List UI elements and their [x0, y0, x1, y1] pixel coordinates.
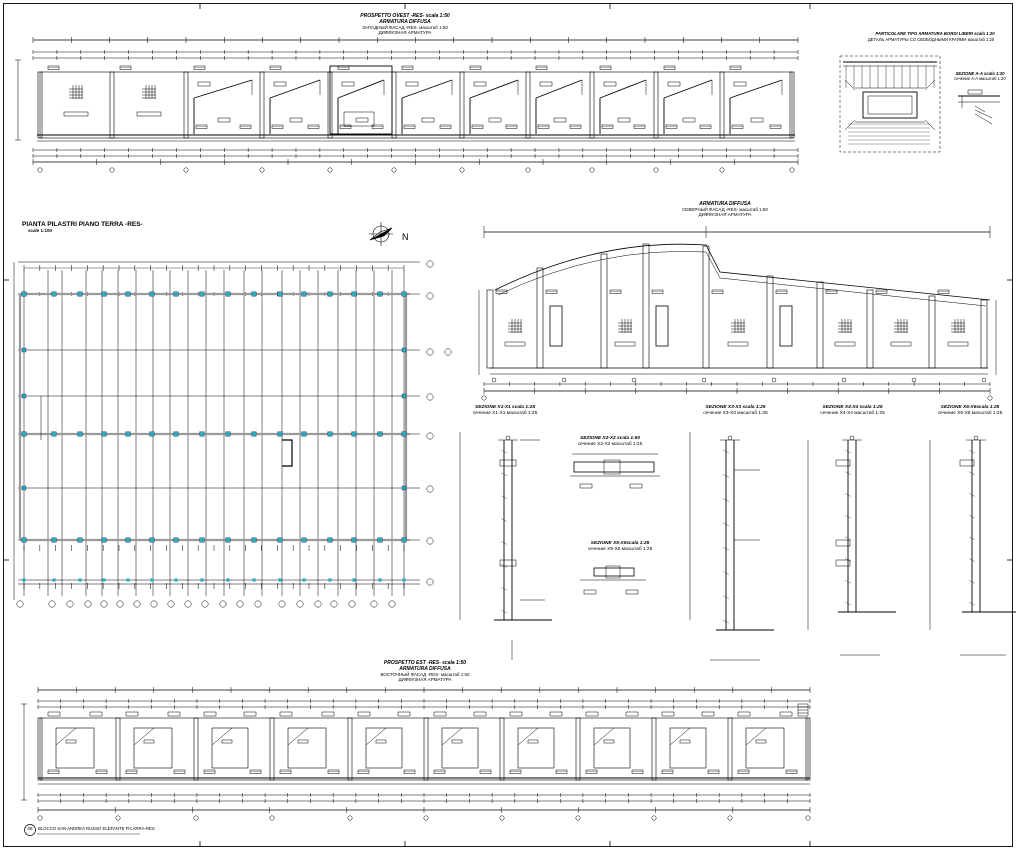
- section-x6-title: SEZIONE X6-X6scala 1:25: [940, 405, 1000, 410]
- north-elevation-ru-1: СЕВЕРНЫЙ ФАСАД -RES- масштаб 1:50: [682, 207, 768, 212]
- detail-tipo-title: PARTICOLARE TIPO ARMATURA BORDI LIBERI s…: [875, 31, 995, 36]
- sheet-frame: [3, 3, 1013, 847]
- section-x6-subtitle: сечение X6-X6 масштаб 1:25: [937, 411, 1003, 416]
- section-aa-drawing: [958, 89, 1000, 125]
- section-x4-title: SEZIONE X4-X4 scala 1:25: [822, 405, 883, 410]
- east-elevation-bays: [37, 711, 811, 821]
- plan-title: PIANTA PILASTRI PIANO TERRA -RES-: [22, 221, 143, 228]
- plan-drawing: [13, 260, 452, 608]
- north-arrow-icon: [369, 222, 393, 246]
- section-x1-subtitle: сечение X1-X1 масштаб 1:25: [472, 411, 538, 416]
- sheet-number: 08: [27, 826, 33, 831]
- west-elevation-ru-2: ДИФФУЗНАЯ АРМАТУРА: [378, 30, 432, 35]
- section-x3-subtitle: сечение X3-X3 масштаб 1:25: [703, 411, 768, 416]
- section-x5-subtitle: сечение X5-X5 масштаб 1:25: [587, 547, 653, 552]
- plan-scale: scale 1:100: [28, 228, 53, 233]
- west-elevation-subtitle: ARMATURA DIFFUSA: [379, 19, 431, 25]
- section-aa-subtitle: сечение A-A масштаб 1:20: [954, 76, 1006, 81]
- east-elevation-ru-2: ДИФФУЗНАЯ АРМАТУРА: [398, 677, 452, 682]
- west-top-dimensions: [32, 37, 799, 60]
- detail-free-edges: [839, 55, 941, 153]
- detail-tipo-subtitle: ДЕТАЛЬ АРМАТУРЫ СО СВОБОДНЫМИ КРАЯМИ мас…: [867, 37, 995, 42]
- sheet-number-circle: [24, 824, 36, 836]
- title-block-caption: BLOCCO SAN ANDREA RUSSO ELEFANTE FICARRA…: [38, 826, 155, 831]
- section-x3-title: SEZIONE X3-X3 scala 1:25: [705, 405, 766, 410]
- east-elevation: [21, 687, 811, 821]
- north-elevation-piers: [481, 243, 993, 401]
- plan-grid: [13, 261, 420, 600]
- section-x5-title: SEZIONE X5-X5scala 1:25: [590, 541, 650, 546]
- east-elevation-subtitle: ARMATURA DIFFUSA: [399, 666, 451, 672]
- west-elevation-title: PROSPETTO OVEST -RES- scala 1:50: [360, 13, 450, 19]
- north-elevation-ru-2: ДИФФУЗНАЯ АРМАТУРА: [698, 212, 752, 217]
- east-elevation-title: PROSPETTO EST -RES- scala 1:50: [383, 660, 467, 666]
- west-elevation: [15, 37, 799, 173]
- north-elevation-title: ARMATURA DIFFUSA: [699, 201, 751, 207]
- plan-axis-bubbles: [16, 260, 452, 608]
- plan-columns: [21, 291, 407, 582]
- sections-drawing: [459, 432, 1016, 661]
- section-x2-subtitle: сечение X2-X2 масштаб 1:25: [577, 442, 643, 447]
- west-elevation-ru-1: ЗАПАДНЫЙ ФАСАД -RES- масштаб 1:50: [362, 25, 448, 30]
- north-label: N: [402, 232, 409, 242]
- north-elevation: [478, 226, 997, 401]
- plan-beams: [18, 292, 410, 542]
- east-bottom-dimensions: [37, 793, 811, 813]
- west-bottom-dimensions: [32, 148, 799, 165]
- east-top-dimensions: [37, 687, 811, 709]
- frame-ticks: [3, 3, 1013, 847]
- section-aa-title: SEZIONE A-A scala 1:20: [955, 71, 1005, 76]
- east-elevation-ru-1: ВОСТОЧНЫЙ ФАСАД -RES- масштаб 1:50: [380, 672, 470, 677]
- west-elevation-bays: [37, 65, 795, 173]
- section-x4-subtitle: сечение X4-X4 масштаб 1:25: [820, 411, 885, 416]
- section-x2-title: SEZIONE X2-X2 scala 1:50: [580, 436, 640, 441]
- detail-rebars: [844, 66, 936, 145]
- section-x1-title: SEZIONE X1-X1 scala 1:25: [475, 405, 535, 410]
